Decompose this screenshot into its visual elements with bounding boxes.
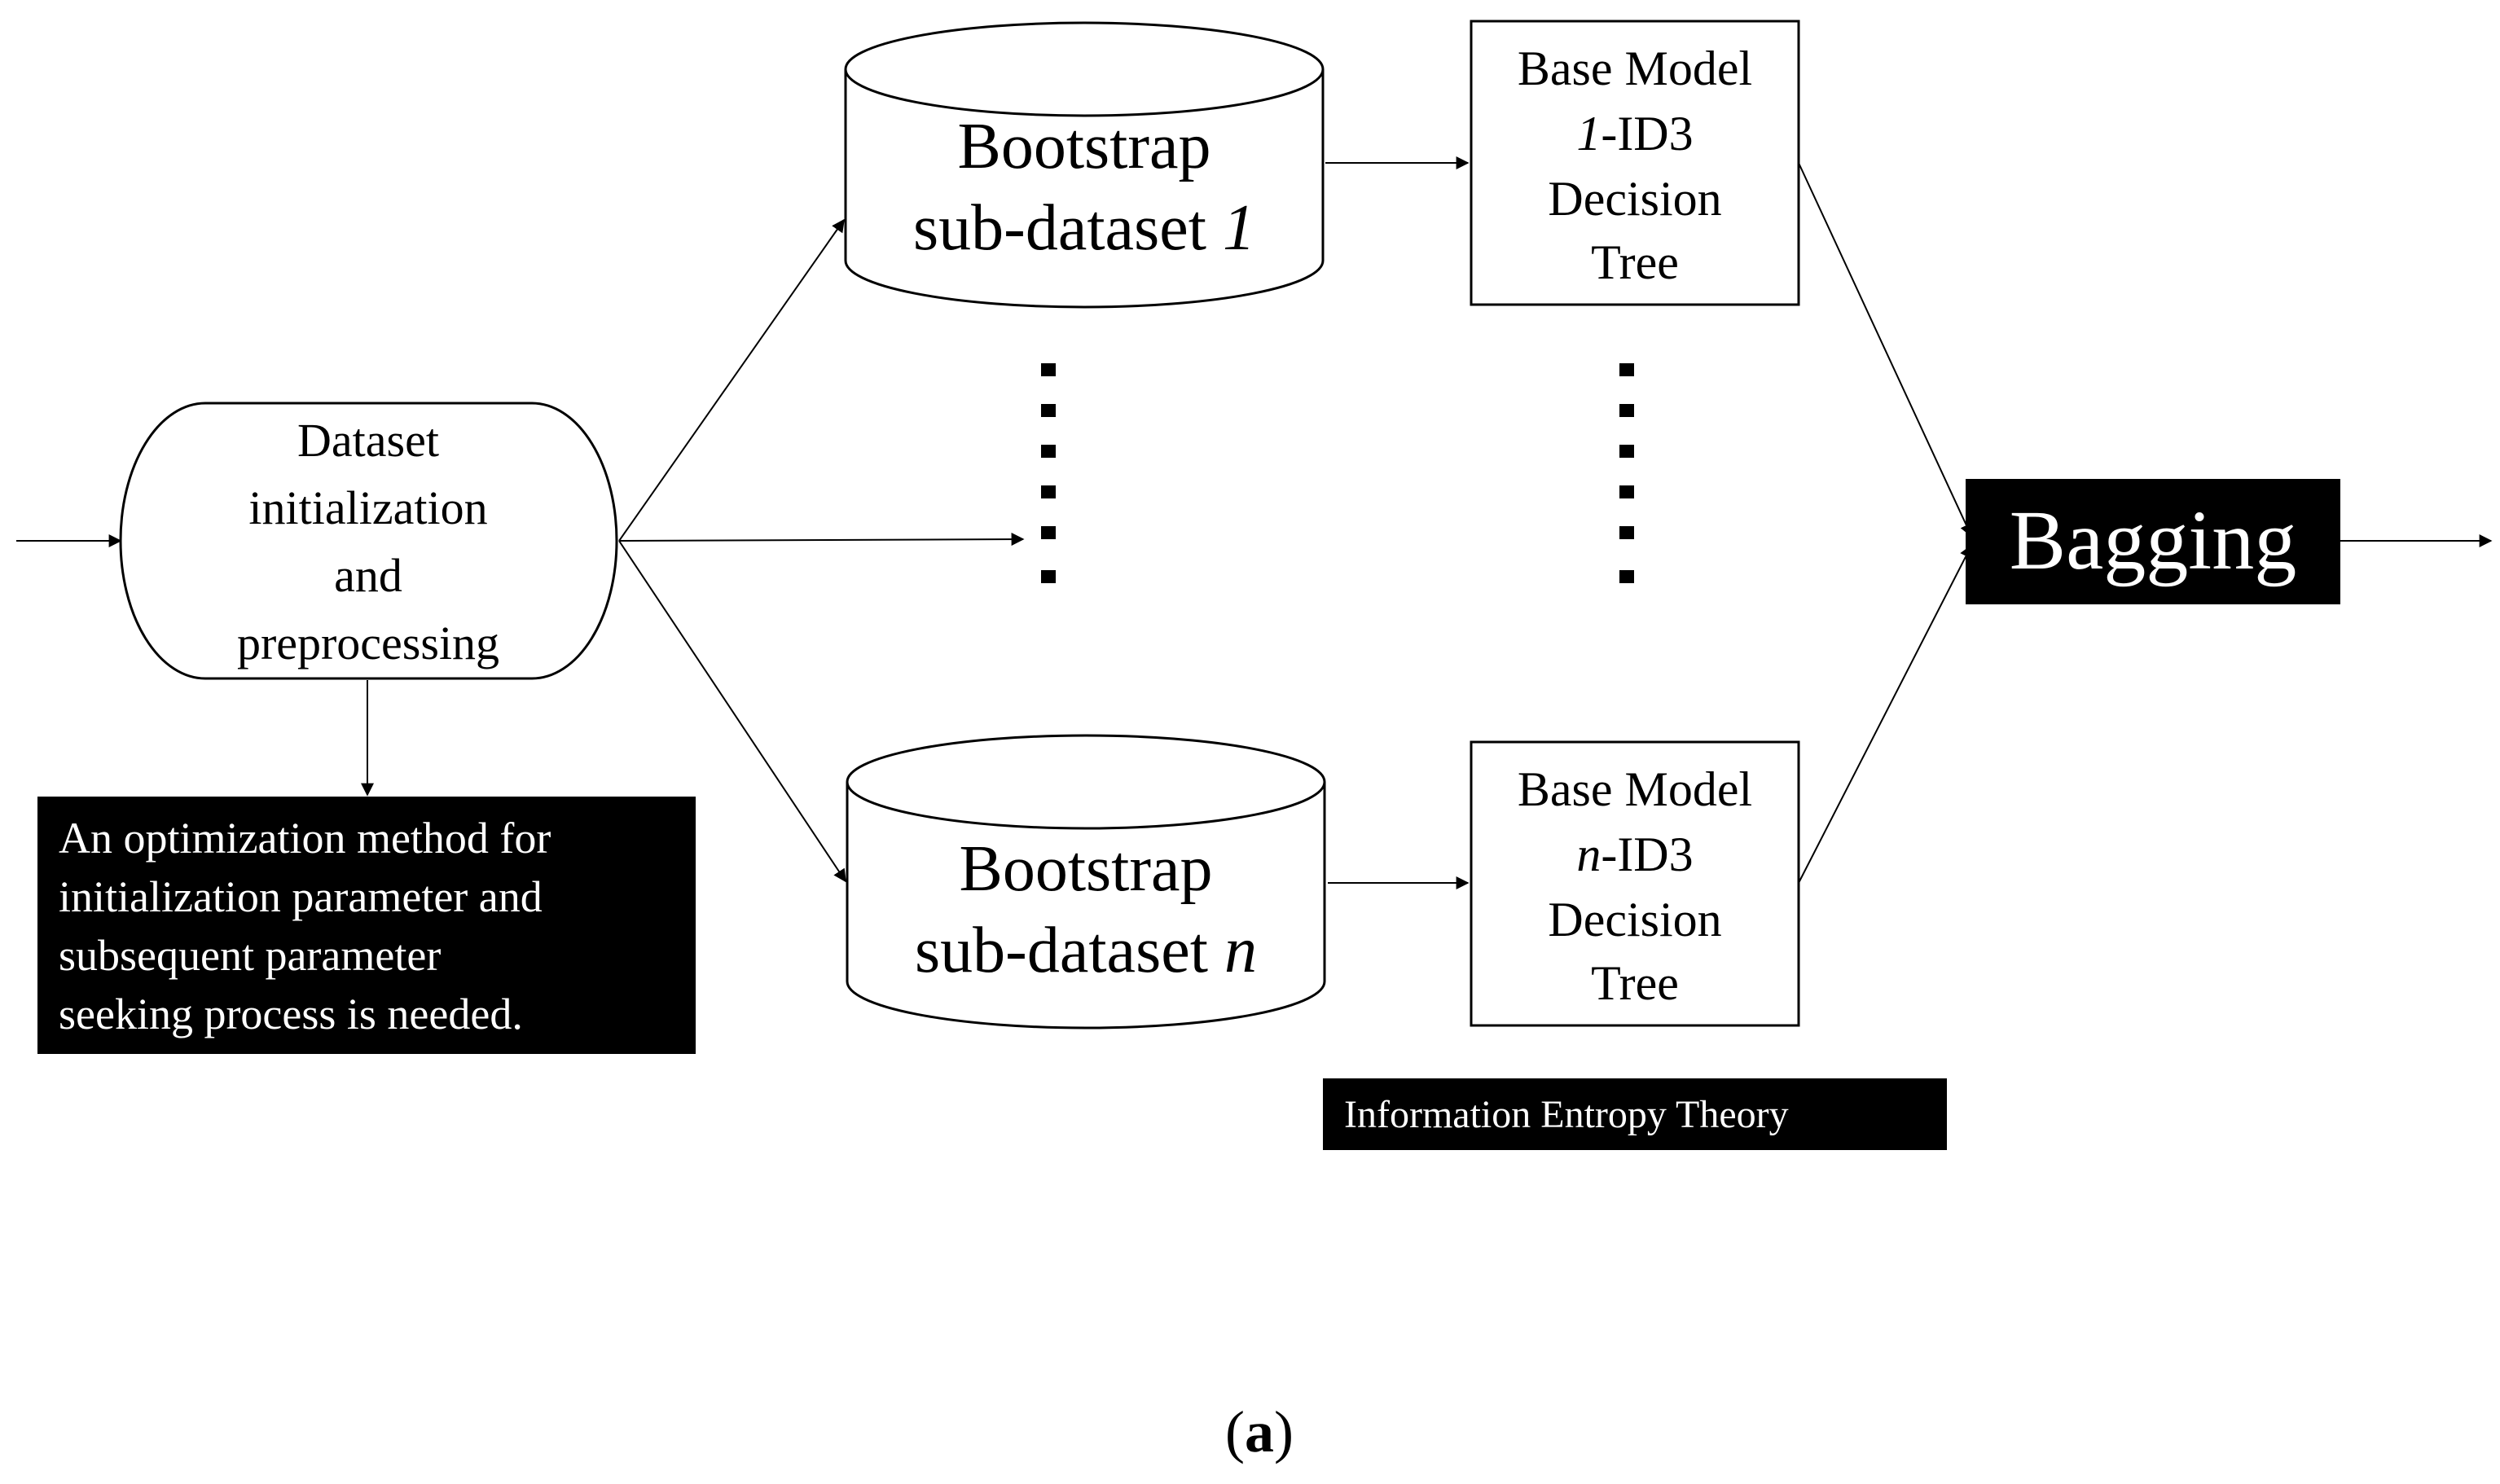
- dataset-init-shape: [119, 402, 618, 680]
- bootstrap-n-line-2: sub-dataset n: [915, 915, 1257, 986]
- base-model-1-line-2: 1-ID3: [1576, 107, 1693, 160]
- dataset-init-line-3: and: [334, 549, 402, 602]
- bootstrap-1-prefix: sub-dataset: [913, 192, 1223, 264]
- ellipsis-dot: [1041, 570, 1056, 583]
- bootstrap-n-index: n: [1224, 915, 1257, 986]
- base-model-n-suffix: -ID3: [1601, 828, 1693, 881]
- caption-letter: a: [1245, 1399, 1274, 1464]
- optimization-callout-box: [37, 797, 696, 1054]
- bootstrap-1-index: 1: [1223, 192, 1255, 264]
- optimization-line-2: initialization parameter and: [59, 872, 543, 921]
- ellipsis-dot: [1619, 404, 1634, 417]
- optimization-line-4: seeking process is needed.: [59, 990, 523, 1038]
- figure-caption: (a): [1225, 1399, 1294, 1464]
- ellipsis-dots-bootstrap: [1041, 363, 1056, 583]
- bagging-node: Bagging: [1966, 479, 2340, 604]
- base-model-1-index: 1: [1576, 107, 1601, 160]
- arrow-model-n-to-bagging: [1798, 544, 1972, 884]
- base-model-1-line-3: Decision: [1548, 172, 1721, 226]
- ellipsis-dot: [1619, 485, 1634, 498]
- ellipsis-dot: [1041, 485, 1056, 498]
- caption-close: ): [1274, 1399, 1294, 1464]
- caption-open: (: [1225, 1399, 1245, 1464]
- arrow-model-1-to-bagging: [1798, 162, 1973, 538]
- optimization-line-3: subsequent parameter: [59, 931, 441, 980]
- arrow-to-bootstrap-n: [618, 540, 846, 883]
- optimization-callout: An optimization method for initializatio…: [37, 797, 696, 1054]
- cylinder-1-top: [844, 21, 1325, 117]
- base-model-1-line-4: Tree: [1591, 235, 1679, 289]
- ellipsis-dot: [1041, 526, 1056, 539]
- ellipsis-dot: [1619, 363, 1634, 376]
- bootstrap-1-line-2: sub-dataset 1: [913, 192, 1255, 264]
- bootstrap-dataset-n: Bootstrap sub-dataset n: [846, 734, 1326, 1030]
- bootstrap-dataset-1: Bootstrap sub-dataset 1: [844, 21, 1325, 309]
- base-model-n-line-4: Tree: [1591, 956, 1679, 1010]
- base-model-1: Base Model 1-ID3 Decision Tree: [1470, 20, 1800, 306]
- dataset-init-line-2: initialization: [248, 481, 487, 534]
- ellipsis-dot: [1619, 526, 1634, 539]
- arrow-to-ellipsis: [618, 533, 1025, 547]
- bootstrap-1-line-1: Bootstrap: [957, 111, 1210, 182]
- entropy-callout-box: [1323, 1078, 1947, 1150]
- ellipsis-dots-models: [1619, 363, 1634, 583]
- entropy-callout: Information Entropy Theory: [1323, 1078, 1947, 1150]
- cylinder-1-body: [844, 69, 1325, 309]
- base-model-n-line-1: Base Model: [1518, 762, 1752, 816]
- base-model-1-box: [1470, 20, 1800, 306]
- bagging-box: [1966, 479, 2340, 604]
- cylinder-n-top: [846, 734, 1326, 830]
- ellipsis-dot: [1041, 363, 1056, 376]
- base-model-n-line-2: n-ID3: [1576, 828, 1693, 881]
- optimization-line-1: An optimization method for: [59, 814, 551, 863]
- cylinder-n-body: [846, 782, 1326, 1030]
- base-model-n-line-3: Decision: [1548, 893, 1721, 946]
- dataset-init-node: Dataset initialization and preprocessing: [119, 402, 618, 680]
- ellipsis-dot: [1041, 445, 1056, 458]
- base-model-1-suffix: -ID3: [1601, 107, 1693, 160]
- ellipsis-dot: [1041, 404, 1056, 417]
- ellipsis-dot: [1619, 570, 1634, 583]
- bagging-label: Bagging: [2010, 494, 2296, 587]
- base-model-n-box: [1470, 740, 1800, 1027]
- bootstrap-n-prefix: sub-dataset: [915, 915, 1224, 986]
- arrow-to-bootstrap-1: [618, 218, 845, 542]
- bootstrap-n-line-1: Bootstrap: [959, 833, 1212, 905]
- ellipsis-dot: [1619, 445, 1634, 458]
- base-model-n: Base Model n-ID3 Decision Tree: [1470, 740, 1800, 1027]
- base-model-n-index: n: [1576, 828, 1601, 881]
- base-model-1-line-1: Base Model: [1518, 42, 1752, 95]
- entropy-label: Information Entropy Theory: [1344, 1093, 1789, 1136]
- dataset-init-line-4: preprocessing: [237, 617, 499, 670]
- dataset-init-line-1: Dataset: [297, 414, 439, 467]
